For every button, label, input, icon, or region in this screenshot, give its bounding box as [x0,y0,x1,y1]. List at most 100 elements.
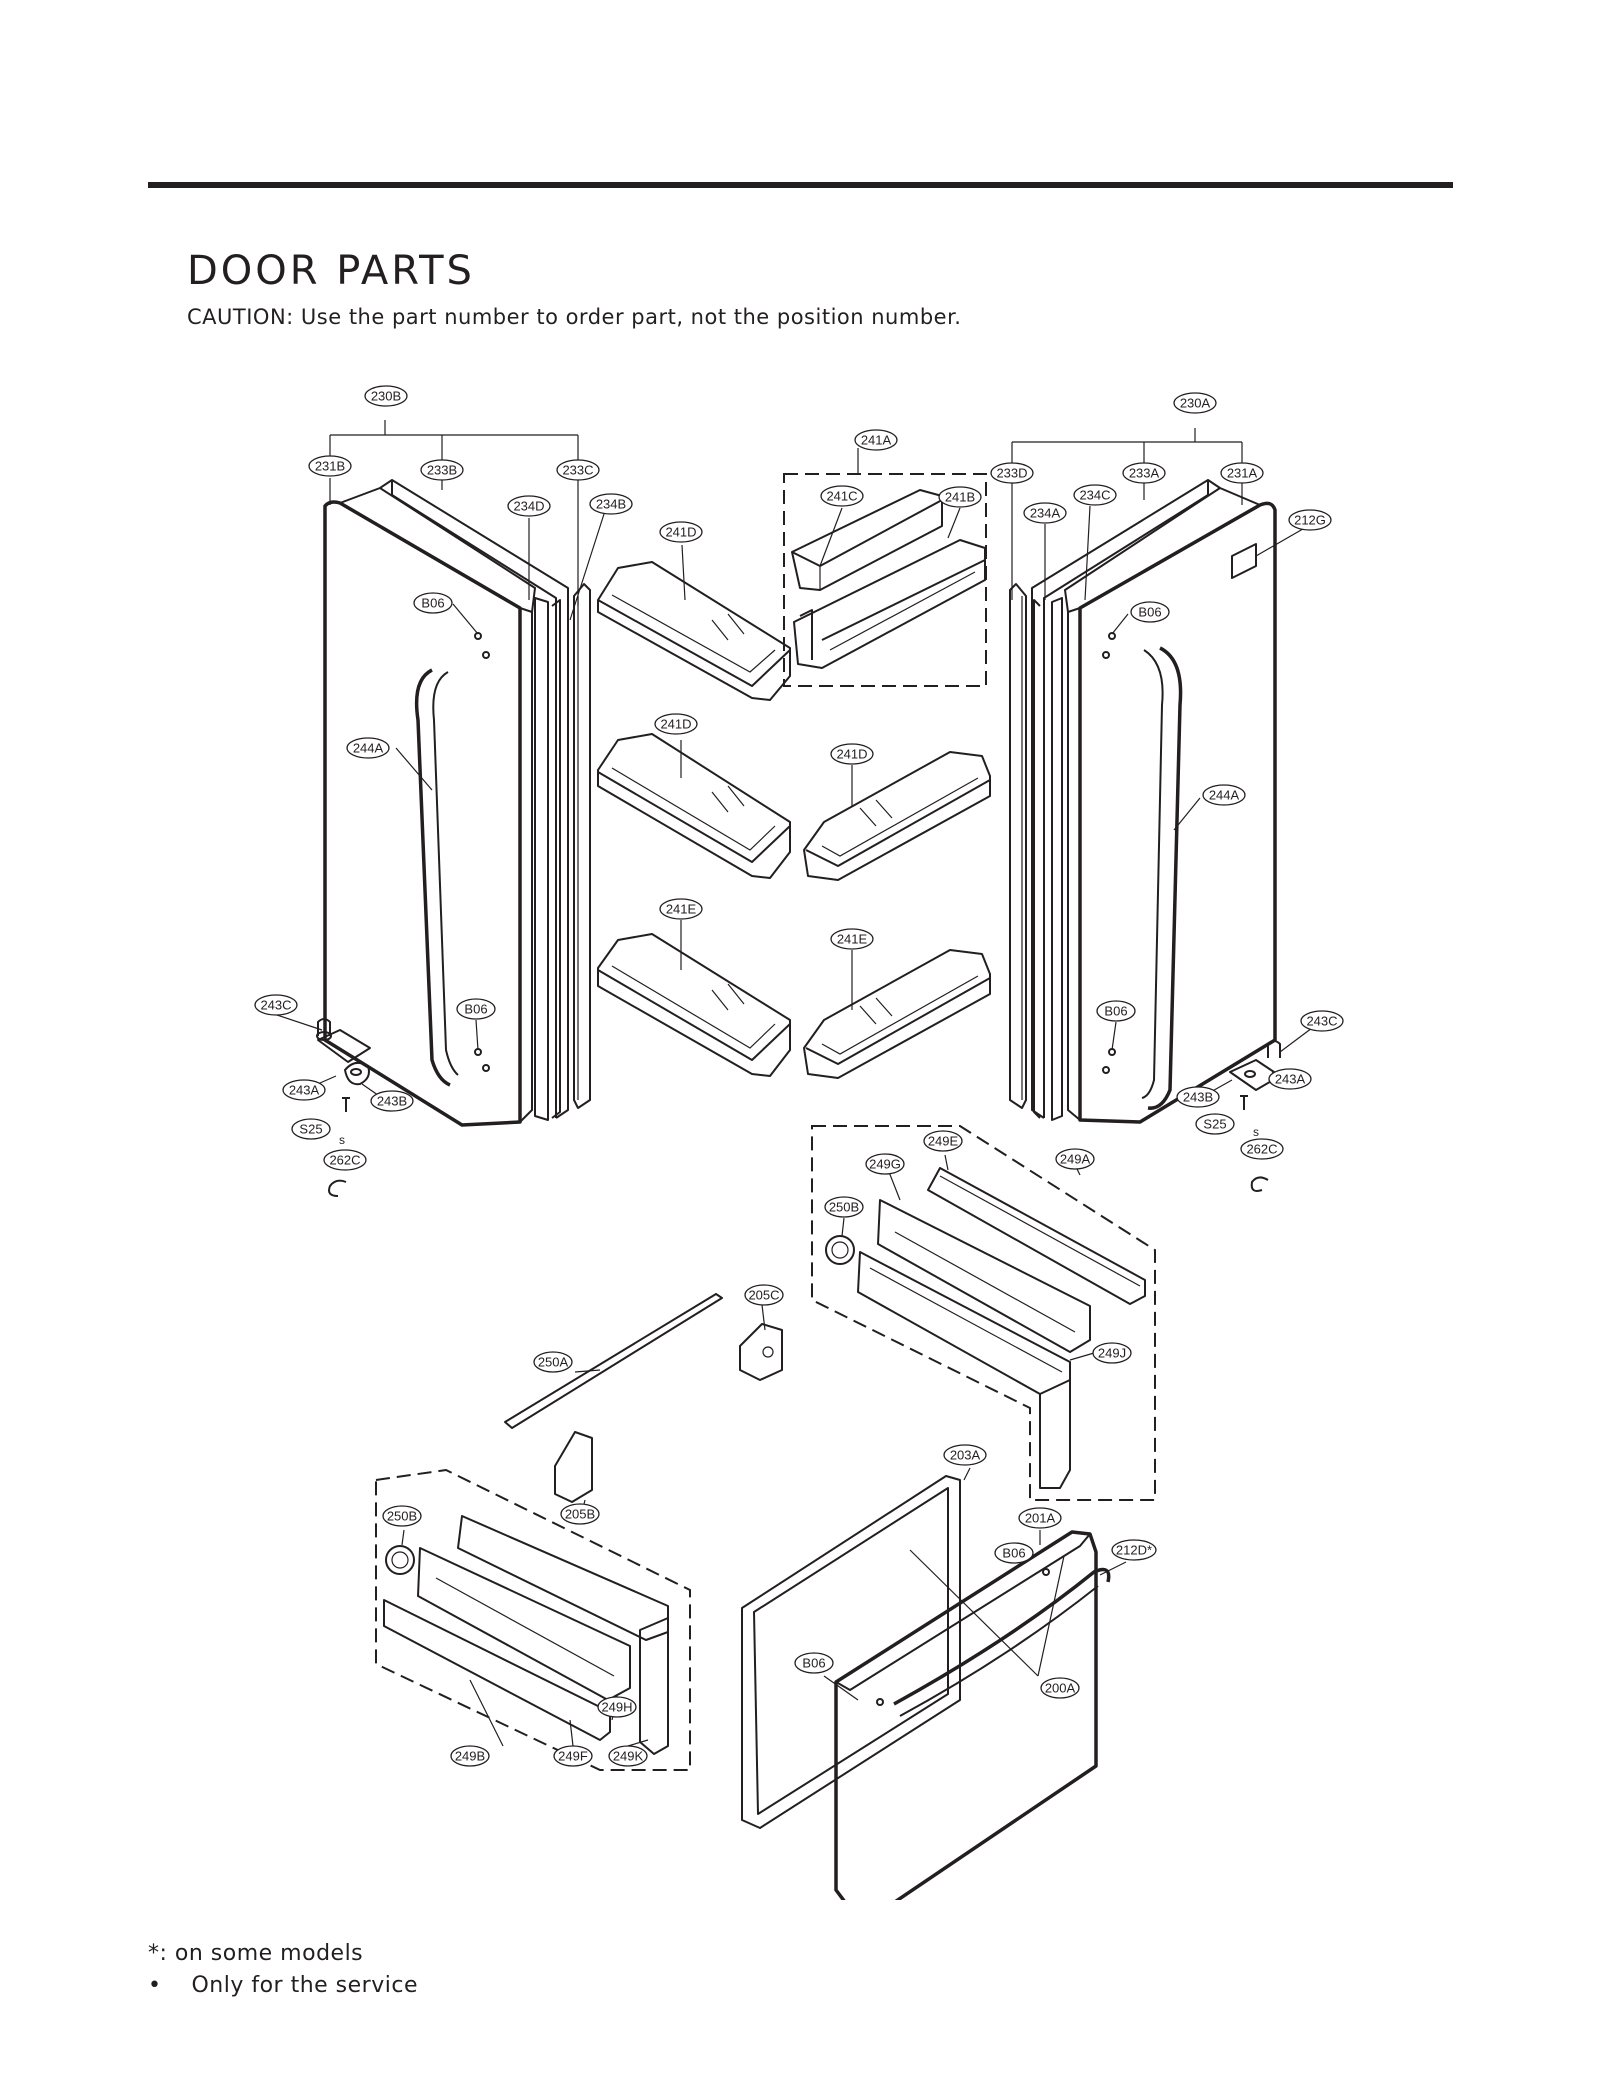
leader-lines [276,448,1321,1747]
exploded-parts-diagram: .part { fill:none; stroke:#231f20; strok… [254,385,1344,1900]
callout-249G: 249G [865,1153,905,1175]
bin-241D-upper-left [597,561,791,701]
callout-233A: 233A [1122,462,1166,484]
svg-text:241D: 241D [660,717,691,732]
callout-212G: 212G [1288,509,1332,531]
callout-234D: 234D [507,495,551,517]
footnotes: *: on some models • Only for the service [148,1938,418,2002]
svg-text:249K: 249K [613,1749,644,1764]
callout-250B-right: 250B [824,1196,864,1218]
svg-text:S25: S25 [299,1122,322,1137]
callout-241D-3: 241D [830,743,874,765]
svg-text:233C: 233C [562,463,593,478]
callout-B06-6: B06 [794,1652,834,1674]
page-title: DOOR PARTS [187,248,475,294]
callout-244A-right: 244A [1202,784,1246,806]
callout-201A: 201A [1018,1507,1062,1529]
callout-241C: 241C [820,485,864,507]
footnote-service-only: • Only for the service [148,1973,418,1998]
bin-241E-right [803,949,991,1079]
svg-text:234D: 234D [513,499,544,514]
callout-230B: 230B [364,385,408,407]
callout-249E: 249E [923,1130,963,1152]
service-mark-left: s [339,1133,345,1147]
svg-text:249H: 249H [601,1700,632,1715]
callout-labels: 230B 231B 233B 233C 234D 234B 241A 241C … [254,385,1344,1767]
svg-text:212D*: 212D* [1116,1543,1152,1558]
svg-text:249B: 249B [455,1749,485,1764]
svg-text:250B: 250B [829,1200,859,1215]
svg-text:205C: 205C [748,1288,779,1303]
callout-231A: 231A [1220,462,1264,484]
svg-text:243A: 243A [1275,1072,1306,1087]
callout-233B: 233B [420,459,464,481]
svg-text:241D: 241D [836,747,867,762]
svg-text:234B: 234B [596,497,626,512]
callout-234C: 234C [1073,484,1117,506]
callout-212D: 212D* [1111,1539,1157,1561]
svg-text:233A: 233A [1129,466,1160,481]
svg-text:231B: 231B [315,459,345,474]
svg-text:234A: 234A [1030,506,1061,521]
svg-text:244A: 244A [353,741,384,756]
svg-text:243B: 243B [1183,1090,1213,1105]
callout-243B-left: 243B [370,1090,414,1112]
svg-text:250B: 250B [387,1509,417,1524]
svg-text:243C: 243C [260,998,291,1013]
left-door-assembly [316,420,591,1197]
svg-text:249F: 249F [558,1749,588,1764]
svg-text:241B: 241B [945,490,975,505]
svg-text:205B: 205B [565,1507,595,1522]
svg-text:249G: 249G [869,1157,901,1172]
svg-text:243C: 243C [1306,1014,1337,1029]
callout-250A: 250A [533,1351,573,1373]
callout-249F: 249F [553,1745,593,1767]
svg-text:244A: 244A [1209,788,1240,803]
callout-243C-right: 243C [1300,1010,1344,1032]
svg-text:233B: 233B [427,463,457,478]
svg-text:230B: 230B [371,389,401,404]
callout-234A: 234A [1023,502,1067,524]
service-mark-right: s [1253,1125,1259,1139]
bin-241D-middle-left [597,733,791,879]
svg-text:249E: 249E [928,1134,959,1149]
callout-249B: 249B [450,1745,490,1767]
callout-249K: 249K [608,1745,648,1767]
callout-B06-1: B06 [413,592,453,614]
callout-241E-1: 241E [659,898,703,920]
svg-text:262C: 262C [1246,1142,1277,1157]
svg-text:B06: B06 [802,1656,825,1671]
svg-text:243B: 243B [377,1094,407,1109]
svg-text:241C: 241C [826,489,857,504]
callout-205C: 205C [744,1284,784,1306]
svg-text:262C: 262C [329,1153,360,1168]
callout-203A: 203A [943,1444,987,1466]
svg-text:234C: 234C [1079,488,1110,503]
callout-S25-left: S25 [291,1118,331,1140]
bin-241D-middle-right [803,751,991,881]
callout-262C-right: 262C [1240,1138,1284,1160]
svg-text:201A: 201A [1025,1511,1056,1526]
svg-text:250A: 250A [538,1355,569,1370]
svg-text:B06: B06 [1104,1004,1127,1019]
callout-241A: 241A [854,429,898,451]
callout-B06-2: B06 [1130,601,1170,623]
caution-note: CAUTION: Use the part number to order pa… [187,305,962,329]
callout-234B: 234B [589,493,633,515]
callout-241E-2: 241E [830,928,874,950]
top-rule [148,182,1453,188]
svg-text:241E: 241E [837,932,868,947]
callout-200A: 200A [1040,1677,1080,1699]
callout-243B-right: 243B [1176,1086,1220,1108]
callout-205B: 205B [560,1503,600,1525]
svg-text:B06: B06 [1138,605,1161,620]
callout-249H: 249H [597,1696,637,1718]
svg-text:B06: B06 [464,1002,487,1017]
callout-249J: 249J [1092,1342,1132,1364]
right-rail-assembly [811,1125,1156,1501]
callout-249A: 249A [1055,1148,1095,1170]
callout-241B: 241B [938,486,982,508]
callout-241D-1: 241D [659,521,703,543]
svg-text:B06: B06 [421,596,444,611]
callout-B06-4: B06 [1096,1000,1136,1022]
